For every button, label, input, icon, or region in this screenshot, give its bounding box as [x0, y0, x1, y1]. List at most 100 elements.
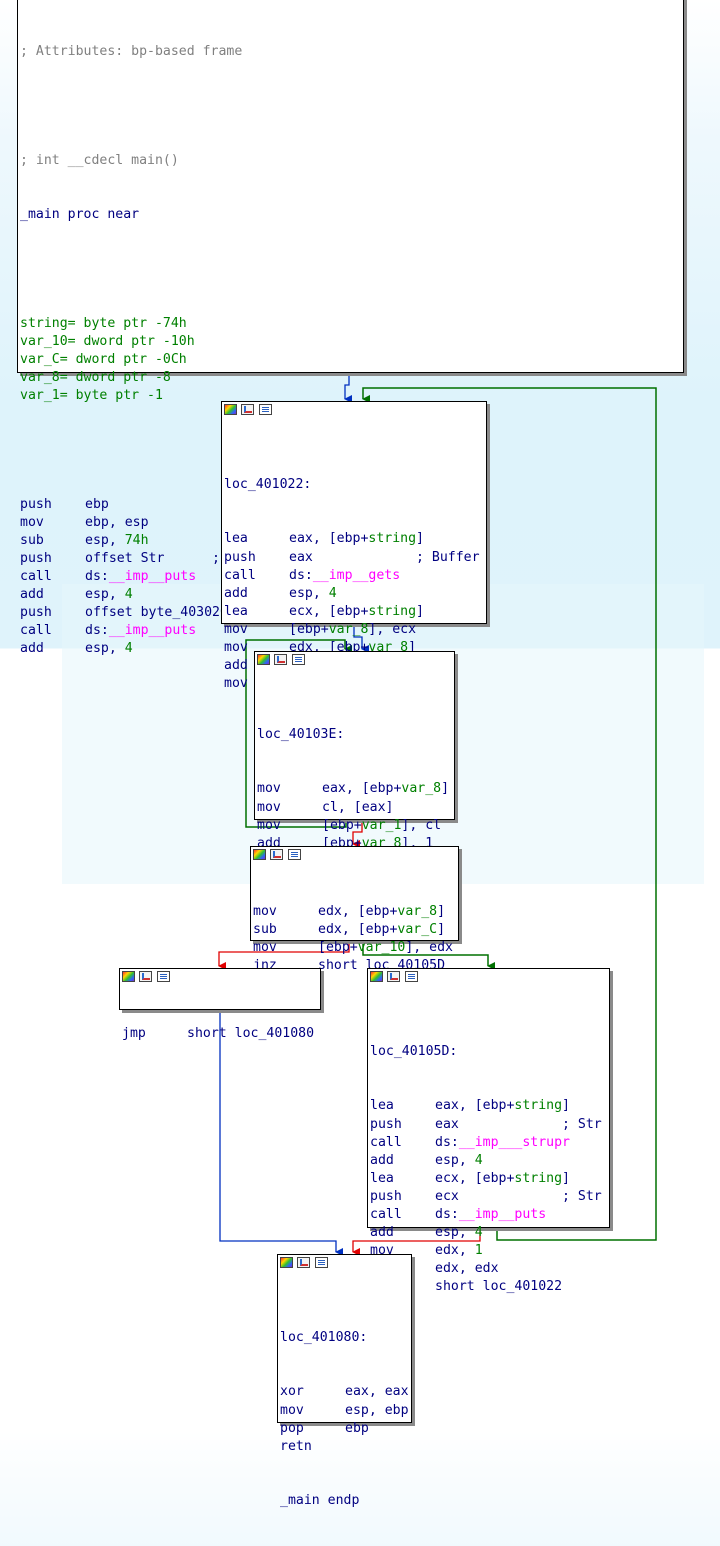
stack-var-def: = dword ptr -10h — [67, 333, 195, 349]
operand: ds: — [289, 567, 313, 583]
stack-var-name: string — [20, 315, 68, 331]
operand-tail: ] — [437, 922, 446, 938]
mnemonic: mov — [224, 621, 248, 637]
operand: ecx, [ebp+ — [435, 1170, 515, 1186]
graph-icon[interactable] — [387, 971, 400, 982]
palette-icon[interactable] — [257, 654, 270, 665]
operand: eax, [ebp+ — [322, 781, 402, 797]
mnemonic: push — [20, 605, 52, 621]
variable-ref: var_8 — [401, 781, 442, 797]
stack-var-name: var_8 — [20, 369, 60, 385]
listing-icon[interactable] — [315, 1257, 328, 1268]
edge-cmp-to-40105D — [362, 941, 495, 970]
graph-icon[interactable] — [297, 1257, 310, 1268]
mnemonic: add — [370, 1225, 394, 1241]
listing-icon[interactable] — [292, 654, 305, 665]
node-main[interactable]: ; Attributes: bp-based frame ; int __cde… — [17, 0, 684, 656]
block-label[interactable]: loc_401080: — [280, 1330, 368, 1346]
listing-icon[interactable] — [157, 971, 170, 982]
mnemonic: call — [370, 1134, 402, 1150]
mnemonic: mov — [20, 514, 44, 530]
operand: short loc_401022 — [435, 1279, 563, 1295]
graph-icon[interactable] — [270, 849, 283, 860]
immediate-value: 4 — [474, 1152, 483, 1168]
immediate-value: 4 — [328, 585, 337, 601]
mnemonic: lea — [224, 603, 248, 619]
operand: ecx, [ebp+ — [289, 603, 369, 619]
stack-var-name: var_1 — [20, 387, 60, 403]
block-label[interactable]: loc_40105D: — [370, 1044, 458, 1060]
operand: [ebp+ — [322, 817, 362, 833]
graph-icon[interactable] — [139, 971, 152, 982]
graph-icon[interactable] — [241, 404, 254, 415]
block-label[interactable]: loc_40103E: — [257, 727, 345, 743]
palette-icon[interactable] — [370, 971, 383, 982]
palette-icon[interactable] — [224, 404, 237, 415]
palette-icon[interactable] — [253, 849, 266, 860]
instruction-line[interactable]: mov[ebp+var_1], cl — [257, 817, 449, 835]
variable-ref: string — [514, 1098, 563, 1114]
stack-var-def: = dword ptr -0Ch — [59, 351, 187, 367]
instruction-line[interactable]: mov[ebp+var_10], edx — [253, 939, 453, 957]
stack-var-line: var_10= dword ptr -10h — [20, 333, 276, 351]
operand-tail: ] — [416, 603, 424, 619]
listing-icon[interactable] — [405, 971, 418, 982]
instruction-line[interactable]: retn — [280, 1438, 409, 1456]
mnemonic: add — [224, 658, 248, 674]
graph-icon[interactable] — [274, 654, 287, 665]
mnemonic: add — [370, 1152, 394, 1168]
listing-icon[interactable] — [259, 404, 272, 415]
operand: ds: — [435, 1207, 459, 1223]
palette-icon[interactable] — [122, 971, 135, 982]
block-label[interactable]: loc_401022: — [224, 477, 312, 493]
stack-var-line: var_8= dword ptr -8 — [20, 369, 276, 387]
graph-edges — [218, 373, 657, 1256]
operand: edx, — [435, 1243, 475, 1259]
operand-tail: ] — [416, 531, 424, 547]
instruction-line[interactable]: mov[ebp+var_8], ecx — [224, 621, 480, 639]
stack-var-line: var_C= dword ptr -0Ch — [20, 351, 276, 369]
listing-icon[interactable] — [288, 849, 301, 860]
palette-icon[interactable] — [280, 1257, 293, 1268]
variable-ref: string — [368, 531, 417, 547]
mnemonic: push — [370, 1188, 402, 1204]
mnemonic: jmp — [122, 1026, 146, 1042]
mnemonic: call — [370, 1207, 402, 1223]
attributes-comment: ; Attributes: bp-based frame — [20, 44, 243, 60]
proc-end: _main endp — [280, 1493, 360, 1509]
